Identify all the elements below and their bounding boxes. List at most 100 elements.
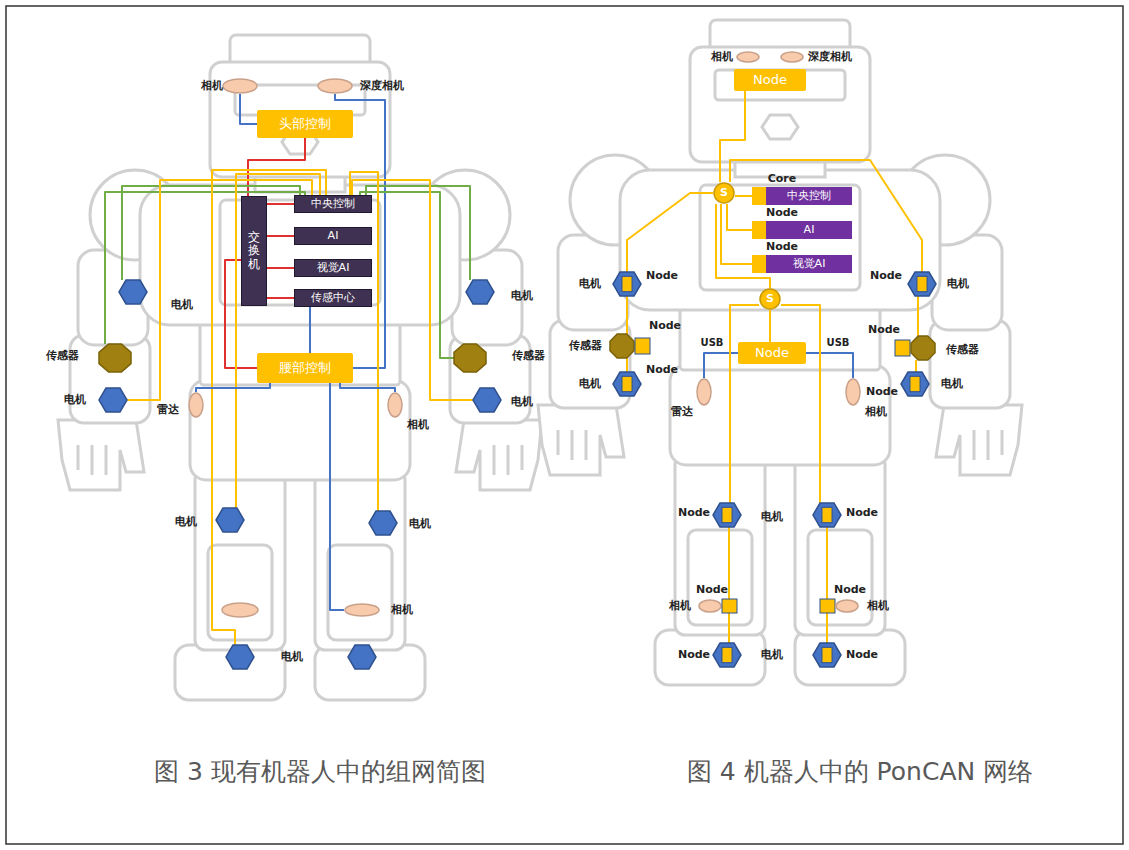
part-label: Node — [870, 269, 902, 282]
connector — [196, 383, 270, 392]
connector — [917, 296, 919, 336]
depth-camera: 深度相机 — [317, 78, 353, 94]
connector — [826, 613, 828, 643]
connector — [360, 192, 454, 358]
connector — [248, 138, 305, 196]
connector — [730, 305, 759, 503]
part-label: 雷达 — [671, 405, 693, 418]
motor: 电机 — [466, 280, 494, 304]
node-shape — [344, 603, 380, 617]
connector — [806, 353, 853, 378]
part-label: Node — [696, 583, 728, 596]
connector — [915, 360, 917, 372]
motor: 电机 — [216, 508, 244, 532]
box-label: S — [766, 292, 774, 305]
motor: 电机 — [226, 645, 254, 669]
motor-node: Node — [813, 643, 841, 667]
connector — [716, 204, 770, 288]
radar: 雷达 — [696, 378, 712, 406]
part-label: 电机 — [579, 377, 601, 390]
connector — [728, 613, 730, 643]
connector — [781, 305, 820, 503]
part-label: Core — [768, 172, 797, 185]
part-label: 相机 — [669, 599, 691, 612]
part-label: 电机 — [175, 515, 197, 528]
motor: 电机 — [99, 388, 127, 412]
node-shape — [99, 344, 131, 372]
connector — [704, 353, 738, 378]
part-label: 相机 — [865, 405, 887, 418]
box-label: AI — [804, 223, 815, 236]
part-label: Node — [834, 583, 866, 596]
node-shape — [226, 645, 254, 669]
connector-label: USB — [699, 337, 726, 349]
node-shape — [188, 392, 204, 418]
node-shape — [736, 51, 760, 63]
motor-node: 电机Node — [613, 272, 641, 296]
box-label: 视觉AI — [317, 261, 350, 274]
node-shape — [387, 392, 403, 418]
sensor: 传感器 — [454, 344, 486, 372]
part-label: 电机 — [761, 648, 783, 661]
robot-figure — [58, 35, 542, 700]
connector — [826, 527, 828, 599]
node-shape — [780, 51, 804, 63]
compute-box: 中央控制 — [294, 195, 372, 213]
connector — [267, 297, 294, 299]
part-label: 传感器 — [512, 349, 545, 362]
box-label: 交换机 — [248, 231, 260, 271]
part-label: 电机 — [761, 510, 783, 523]
depth-camera: 深度相机 — [780, 51, 804, 63]
connector — [627, 193, 713, 272]
camera: 相机 — [222, 78, 258, 94]
part-label: Node — [649, 319, 681, 332]
motor: 电机 — [369, 511, 397, 535]
node-shape — [901, 372, 929, 396]
part-label: 相机 — [867, 599, 889, 612]
part-label: 传感器 — [946, 343, 979, 356]
connector — [721, 204, 752, 264]
motor: 电机 — [473, 388, 501, 412]
part-label: Node — [678, 648, 710, 661]
core-box: Core中央控制 — [752, 187, 852, 205]
node-shape — [713, 643, 741, 667]
robot-figure — [538, 20, 1022, 685]
motor: 电机 — [119, 280, 147, 304]
part-label: 电机 — [941, 377, 963, 390]
part-label: 电机 — [409, 517, 431, 530]
sensor: 传感器 — [99, 344, 131, 372]
frame — [6, 6, 1123, 844]
part-label: Node — [766, 206, 798, 219]
box-label: 视觉AI — [793, 257, 826, 270]
node-shape — [369, 511, 397, 535]
box-label: Node — [755, 345, 789, 361]
connector — [727, 204, 752, 230]
node-shape — [99, 388, 127, 412]
part-label: 相机 — [407, 418, 429, 431]
motor-node: Node电机 — [713, 503, 741, 527]
box-label: 腰部控制 — [279, 360, 331, 376]
switch-box: 交换机 — [241, 196, 267, 306]
node-shape — [908, 272, 936, 296]
part-label: 传感器 — [569, 339, 602, 352]
part-label: Node — [868, 323, 900, 336]
node-shape — [222, 78, 258, 94]
part-label: 电机 — [511, 395, 533, 408]
part-label: 电机 — [947, 277, 969, 290]
node-box: Node — [734, 69, 806, 91]
connector-label: USB — [825, 337, 852, 349]
part-label: 电机 — [171, 298, 193, 311]
box-label: 传感中心 — [311, 291, 355, 304]
node-shape — [698, 599, 738, 613]
connector — [267, 203, 294, 205]
connector — [236, 174, 320, 508]
connector — [730, 160, 922, 272]
motor-node: Node电机 — [713, 643, 741, 667]
part-label: Node — [846, 648, 878, 661]
node-shape — [610, 334, 650, 358]
motor-symbol — [348, 645, 376, 669]
box-label: S — [720, 186, 728, 199]
